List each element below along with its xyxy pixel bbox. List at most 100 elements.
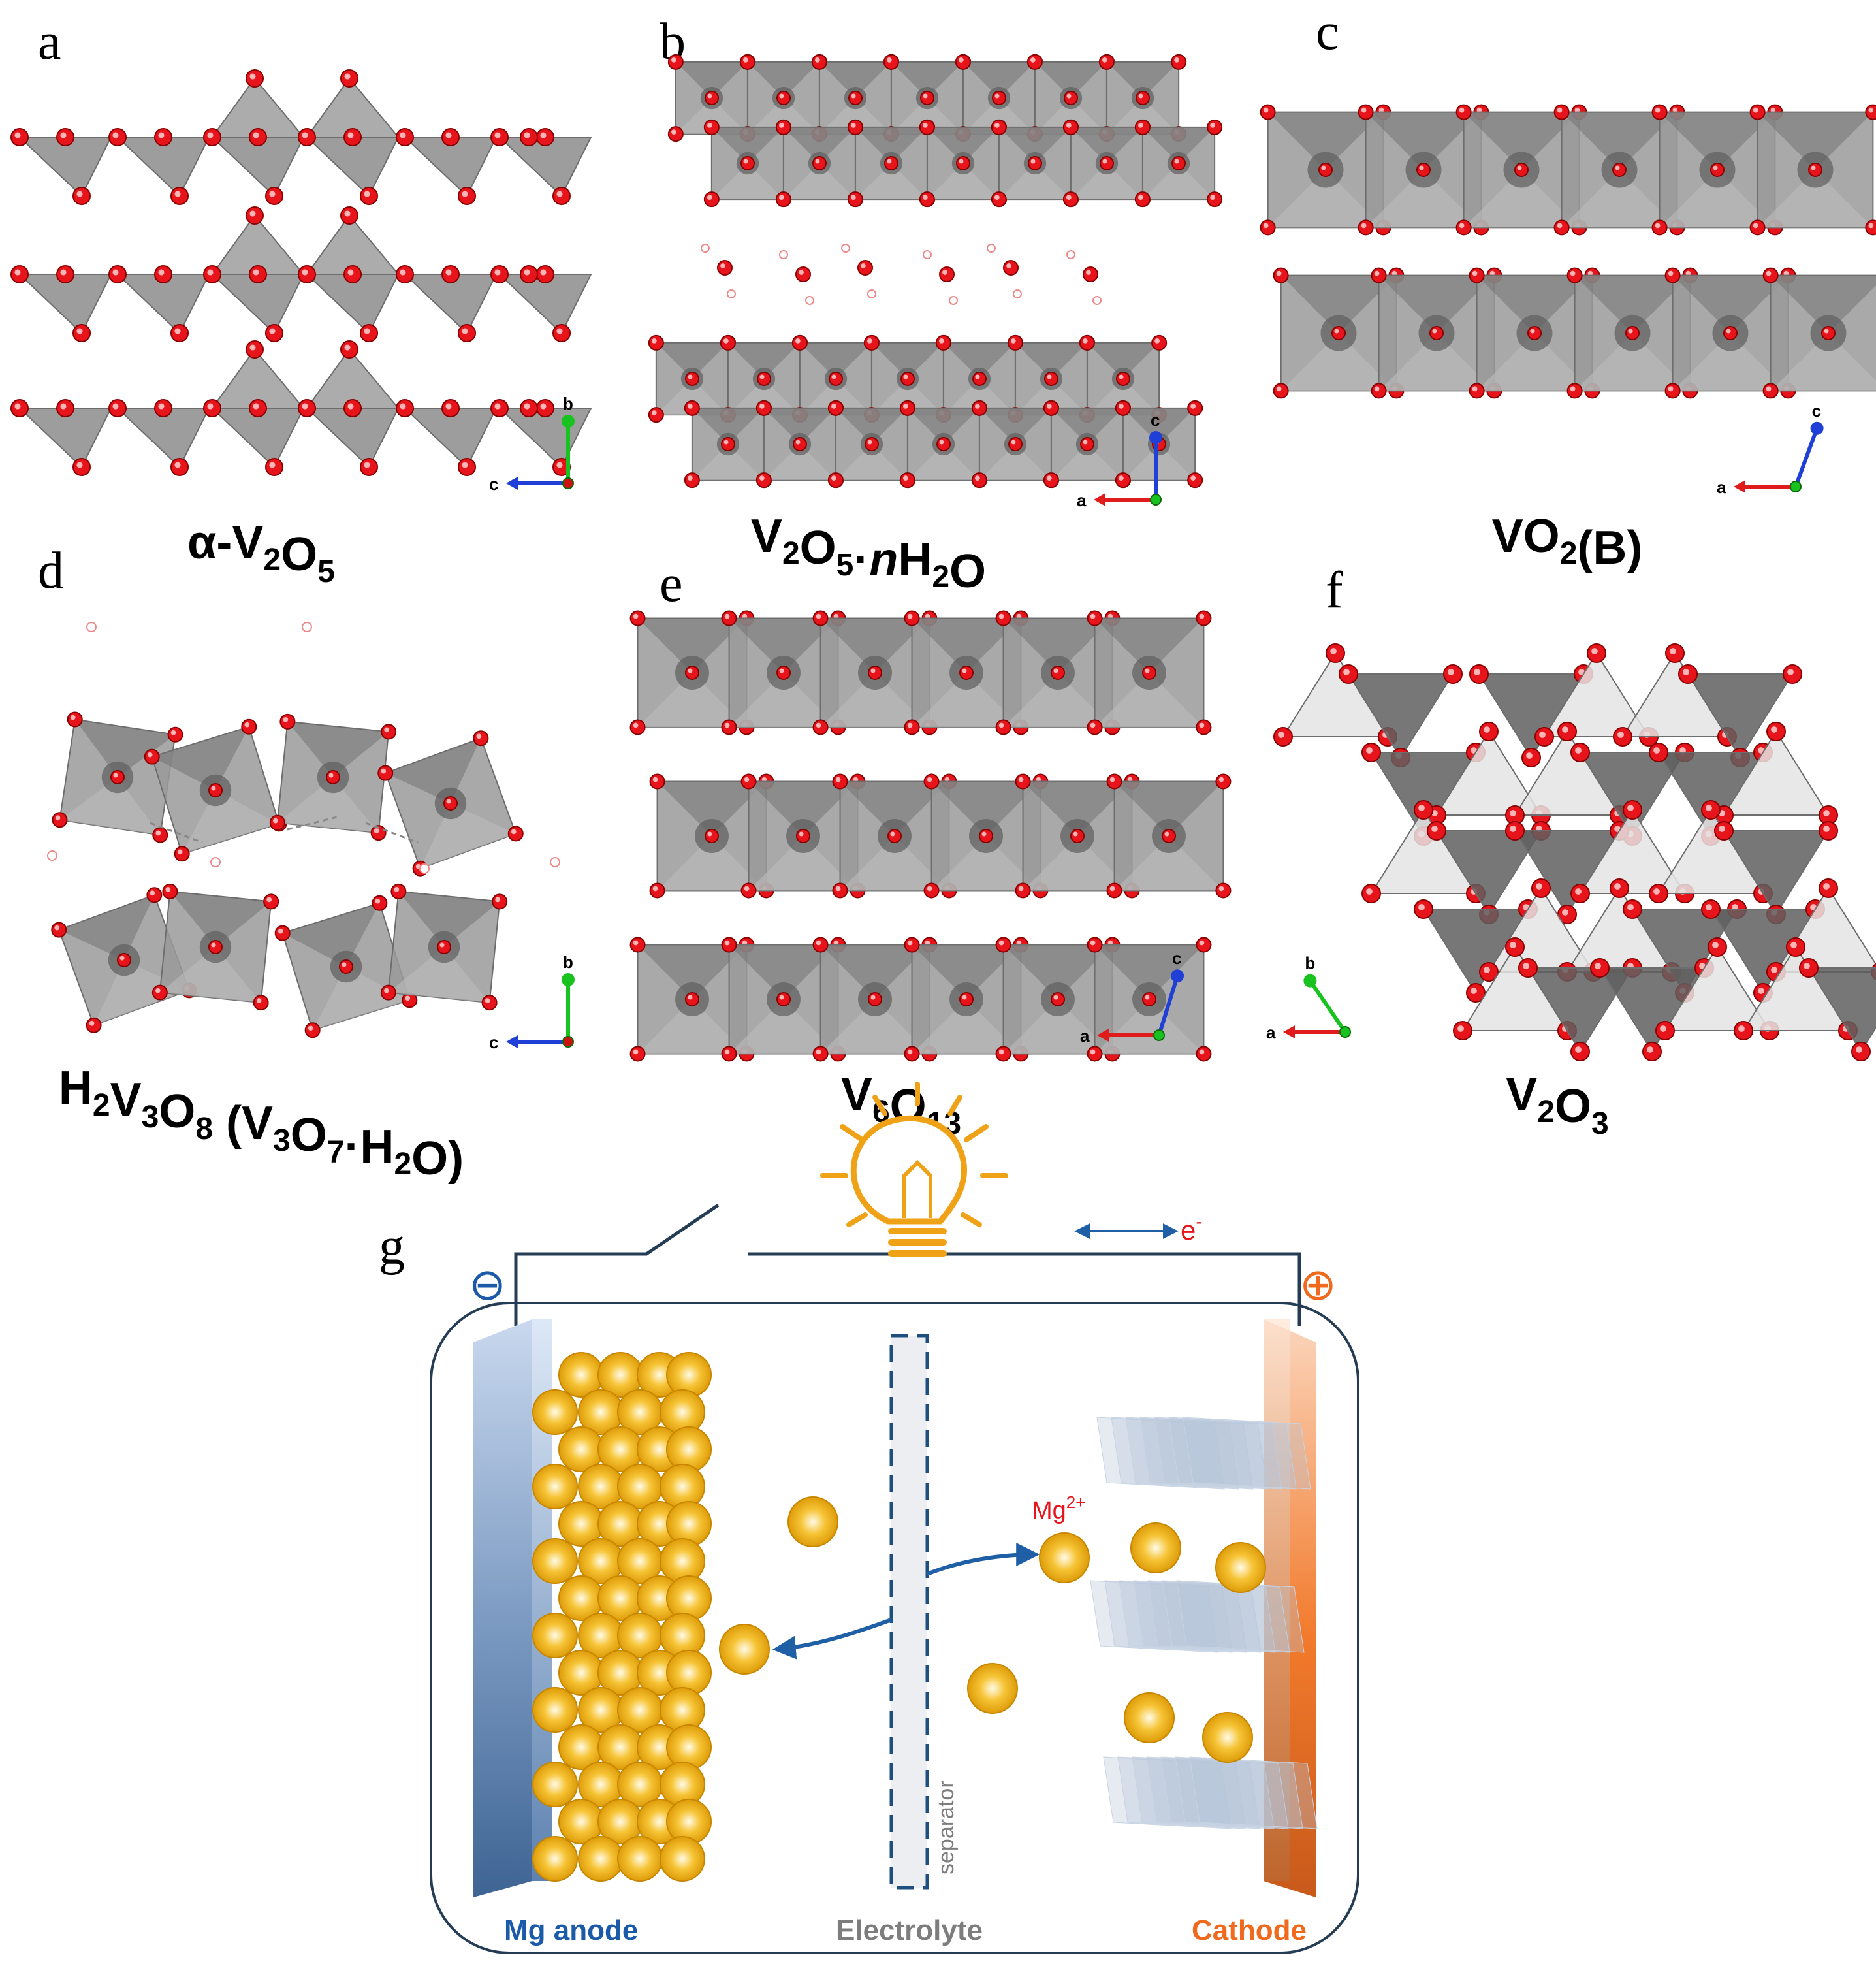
oxygen-atom (339, 959, 353, 974)
polyhedron-face (820, 999, 930, 1054)
oxygen-atom (721, 1046, 737, 1062)
oxygen-atom (1100, 156, 1114, 170)
hydrogen-atom (701, 244, 710, 253)
oxygen-highlight (1118, 403, 1124, 409)
panel-label: a (38, 13, 61, 71)
axis-label-horizontal: a (1077, 491, 1087, 510)
oxygen-highlight (1823, 810, 1830, 816)
oxygen-highlight (1334, 329, 1339, 334)
oxygen-atom (146, 887, 163, 903)
oxygen-highlight (833, 613, 839, 619)
oxygen-highlight (1868, 107, 1874, 113)
oxygen-atom (935, 334, 951, 351)
oxygen-atom (755, 472, 772, 489)
oxygen-highlight (439, 942, 445, 948)
oxygen-highlight (1011, 440, 1016, 445)
mg-atom (532, 1389, 578, 1435)
caption-subscript: 2 (1560, 536, 1578, 571)
oxygen-atom (1331, 326, 1346, 340)
oxygen-atom (1416, 163, 1431, 177)
oxygen-highlight (1083, 440, 1088, 445)
oxygen-highlight (831, 403, 836, 409)
oxygen-highlight (328, 773, 334, 778)
oxygen-atom (1151, 334, 1168, 351)
oxygen-highlight (1046, 475, 1052, 481)
hydrogen-atom (302, 622, 312, 632)
polyhedron (1664, 946, 1771, 1031)
mg-ion (787, 1496, 838, 1547)
oxygen-atom (919, 119, 935, 135)
oxygen-highlight (816, 613, 821, 619)
oxygen-highlight (962, 995, 967, 1000)
oxygen-atom (775, 191, 791, 208)
oxygen-highlight (1419, 165, 1424, 170)
oxygen-highlight (405, 995, 411, 1001)
oxygen-highlight (1418, 904, 1425, 910)
oxygen-atom (1514, 163, 1529, 177)
oxygen-highlight (494, 132, 501, 138)
caption-subscript: 2 (93, 1088, 110, 1123)
oxygen-atom (1087, 937, 1103, 953)
polyhedron-face (1106, 98, 1179, 135)
oxygen-highlight (462, 191, 468, 197)
oxygen-atom (1196, 937, 1212, 953)
oxygen-atom (1196, 610, 1212, 626)
axis-label-vertical: b (563, 394, 573, 413)
oxygen-highlight (742, 57, 748, 63)
oxygen-atom (721, 719, 737, 735)
oxygen-highlight (400, 132, 406, 138)
polyhedron-face (1051, 408, 1124, 444)
polyhedron-face (891, 98, 964, 135)
oxygen-atom (1664, 267, 1681, 283)
axis-origin (1339, 1026, 1351, 1038)
oxygen-highlight (174, 328, 181, 334)
polyhedron-face (657, 836, 767, 891)
oxygen-highlight (1164, 831, 1169, 837)
oxygen-highlight (1660, 1025, 1666, 1032)
oxygen-highlight (1570, 386, 1576, 392)
oxygen-highlight (833, 940, 839, 946)
axis-arrowhead (1734, 480, 1745, 493)
axis-label-vertical: b (1305, 954, 1315, 973)
oxygen-highlight (1047, 374, 1052, 379)
polyhedron-face (727, 342, 801, 379)
cathode-layer (1175, 1756, 1303, 1829)
polyhedron-face (840, 836, 949, 891)
oxygen-atom (1527, 326, 1542, 340)
circuit-wire (514, 1203, 720, 1326)
mg-ion (719, 1624, 770, 1675)
oxygen-highlight (308, 1025, 313, 1031)
polyhedron-face (1023, 781, 1132, 836)
oxygen-atom (1371, 383, 1387, 399)
oxygen-highlight (707, 93, 712, 99)
hydrogen-atom (841, 244, 850, 253)
oxygen-highlight (994, 122, 1000, 128)
polyhedron-face (637, 618, 747, 673)
oxygen-highlight (253, 132, 259, 138)
oxygen-highlight (1030, 159, 1036, 164)
oxygen-highlight (1489, 270, 1495, 276)
polyhedron-face (1051, 444, 1124, 481)
polyhedron-face (1280, 275, 1397, 333)
oxygen-highlight (158, 132, 165, 138)
oxygen-highlight (342, 962, 347, 967)
axis-label-vertical: c (1151, 410, 1160, 430)
oxygen-atom (1134, 119, 1151, 135)
oxygen-highlight (1758, 988, 1764, 994)
oxygen-atom (685, 666, 699, 680)
oxygen-atom (991, 119, 1007, 135)
oxygen-highlight (1557, 223, 1563, 229)
oxygen-highlight (759, 475, 765, 481)
oxygen-atom (848, 91, 863, 105)
oxygen-highlight (1668, 270, 1674, 276)
caption-subscript: 2 (1537, 1095, 1555, 1129)
oxygen-highlight (1138, 93, 1143, 99)
polyhedron-face (1094, 618, 1204, 673)
oxygen-atom (1187, 400, 1203, 416)
oxygen-atom (167, 726, 183, 743)
caption-text: V (110, 1074, 142, 1126)
oxygen-highlight (1118, 475, 1124, 481)
mg-ion (1130, 1522, 1181, 1573)
hydrogen-atom (1066, 250, 1075, 259)
oxygen-atom (812, 719, 829, 735)
